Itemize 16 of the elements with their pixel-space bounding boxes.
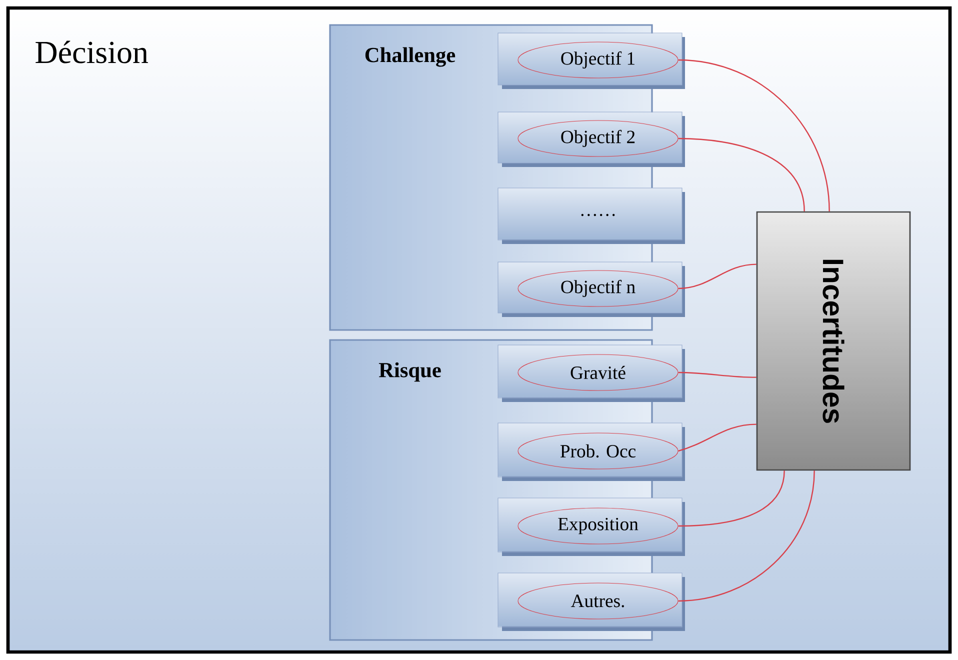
item-box: Prob. Occ	[498, 422, 685, 481]
item-box: Objectif 2	[498, 112, 685, 167]
item-box: Objectif n	[498, 262, 685, 317]
connector-line	[678, 470, 785, 527]
connector-line	[678, 424, 756, 452]
item-box: Autres.	[498, 572, 685, 631]
item-box: Exposition	[498, 498, 685, 556]
connector-line	[678, 264, 756, 290]
uncertainty-box: Incertitudes	[756, 211, 911, 471]
connector-line	[678, 372, 756, 378]
connector-line	[678, 59, 830, 212]
item-box: ……	[498, 188, 685, 244]
item-box: Objectif 1	[498, 32, 685, 89]
connector-line	[678, 138, 805, 212]
connector-line	[678, 470, 815, 602]
item-box: Gravité	[498, 344, 685, 402]
